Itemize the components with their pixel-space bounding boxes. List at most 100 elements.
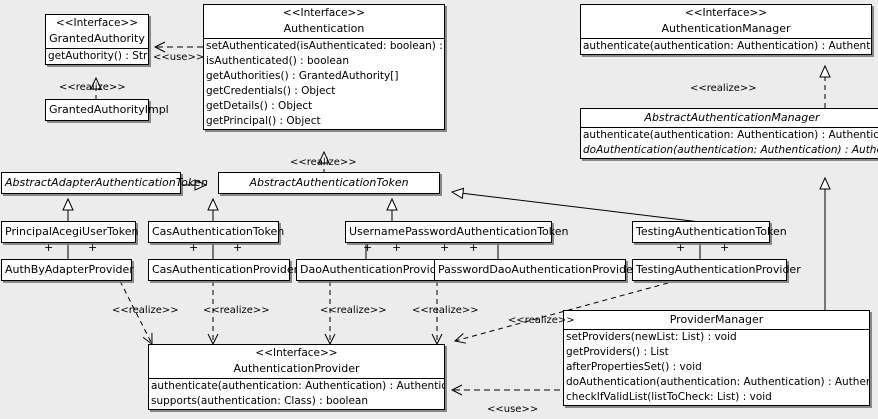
class-abstract-authentication-manager[interactable]: AbstractAuthenticationManager authentica… [580, 108, 878, 159]
class-name: ProviderManager [669, 313, 764, 326]
class-header: TestingAuthenticationToken [633, 222, 787, 242]
class-header: ProviderManager [564, 311, 869, 329]
multiplicity-marker: + [189, 241, 199, 254]
class-header: PrincipalAcegiUserToken [2, 222, 139, 242]
class-dao-authentication-provider[interactable]: DaoAuthenticationProvider [296, 259, 448, 281]
class-provider-manager[interactable]: ProviderManager setProviders(newList: Li… [563, 310, 870, 406]
operation: isAuthenticated() : boolean [206, 55, 349, 67]
class-name: DaoAuthenticationProvider [300, 263, 448, 276]
label-use-providermanager: <<use>> [487, 404, 539, 415]
class-header: TestingAuthenticationProvider [633, 260, 801, 280]
class-name: PrincipalAcegiUserToken [5, 225, 139, 238]
label-realize-casauthenticationprovider: <<realize>> [203, 305, 270, 316]
class-header: <<Interface>> GrantedAuthority [46, 15, 148, 48]
class-abstract-adapter-authentication-token[interactable]: AbstractAdapterAuthenticationToken [1, 172, 208, 194]
label-realize-authbyadapterprovider: <<realize>> [112, 305, 179, 316]
multiplicity-marker: + [720, 241, 730, 254]
label-realize-testingauthenticationprovider: <<realize>> [508, 315, 575, 326]
operation: authenticate(authentication: Authenticat… [583, 40, 871, 52]
operation: supports(authentication: Class) : boolea… [151, 395, 368, 407]
operations-compartment: setProviders(newList: List) : void getPr… [564, 329, 869, 405]
multiplicity-marker: + [469, 241, 479, 254]
operations-compartment: getAuthority() : String [46, 48, 148, 64]
class-header: UsernamePasswordAuthenticationToken [346, 222, 569, 242]
operation: setProviders(newList: List) : void [566, 331, 737, 343]
operations-compartment: authenticate(authentication: Authenticat… [149, 378, 444, 409]
operations-compartment: authenticate(authentication: Authenticat… [581, 38, 871, 54]
operation: getAuthorities() : GrantedAuthority[] [206, 70, 399, 82]
multiplicity-marker: + [440, 241, 450, 254]
label-use-authentication-grantedauthority: <<use>> [153, 52, 205, 63]
label-realize-daoauthenticationprovider: <<realize>> [320, 305, 387, 316]
class-name: AbstractAdapterAuthenticationToken [5, 176, 208, 189]
operation: getDetails() : Object [206, 100, 313, 112]
class-header: <<Interface>> AuthenticationManager [581, 5, 871, 38]
operation: setAuthenticated(isAuthenticated: boolea… [206, 40, 444, 52]
class-name: UsernamePasswordAuthenticationToken [349, 225, 569, 238]
operations-compartment: authenticate(authentication: Authenticat… [581, 127, 878, 158]
class-header: AuthByAdapterProvider [2, 260, 134, 280]
class-cas-authentication-provider[interactable]: CasAuthenticationProvider [148, 259, 299, 281]
label-realize-grantedauthorityimpl: <<realize>> [59, 82, 126, 93]
class-name: CasAuthenticationToken [152, 225, 285, 238]
class-header: PasswordDaoAuthenticationProvider [435, 260, 638, 280]
class-username-password-authentication-token[interactable]: UsernamePasswordAuthenticationToken [345, 221, 569, 243]
operation: doAuthentication(authentication: Authent… [566, 376, 869, 388]
class-name: AuthByAdapterProvider [5, 263, 134, 276]
class-header: DaoAuthenticationProvider [297, 260, 448, 280]
class-header: <<Interface>> AuthenticationProvider [149, 345, 444, 378]
operation: checkIfValidList(listToCheck: List) : vo… [566, 391, 772, 403]
class-password-dao-authentication-provider[interactable]: PasswordDaoAuthenticationProvider [434, 259, 638, 281]
stereotype-label: <<Interface>> [255, 347, 338, 359]
class-granted-authority-impl[interactable]: GrantedAuthorityImpl [45, 99, 169, 121]
class-header: <<Interface>> Authentication [204, 5, 444, 38]
class-testing-authentication-provider[interactable]: TestingAuthenticationProvider [632, 259, 801, 281]
label-realize-abstractauthenticationtoken: <<realize>> [290, 157, 357, 168]
class-authentication[interactable]: <<Interface>> Authentication setAuthenti… [203, 4, 445, 130]
multiplicity-marker: + [363, 241, 373, 254]
class-header: GrantedAuthorityImpl [46, 100, 169, 120]
class-cas-authentication-token[interactable]: CasAuthenticationToken [148, 221, 285, 243]
multiplicity-marker: + [233, 241, 243, 254]
stereotype-label: <<Interface>> [282, 7, 366, 19]
multiplicity-marker: + [88, 241, 98, 254]
operation: afterPropertiesSet() : void [566, 361, 702, 373]
operation: authenticate(authentication: Authenticat… [151, 380, 444, 392]
operation: authenticate(authentication: Authenticat… [583, 129, 878, 141]
operation: getProviders() : List [566, 346, 669, 358]
multiplicity-marker: + [44, 241, 54, 254]
class-header: AbstractAuthenticationManager [581, 109, 878, 127]
class-authentication-manager[interactable]: <<Interface>> AuthenticationManager auth… [580, 4, 872, 55]
class-abstract-authentication-token[interactable]: AbstractAuthenticationToken [218, 172, 440, 194]
operations-compartment: setAuthenticated(isAuthenticated: boolea… [204, 38, 444, 129]
class-name: GrantedAuthority [49, 32, 145, 45]
class-name: Authentication [283, 22, 365, 35]
class-header: AbstractAuthenticationToken [219, 173, 439, 193]
class-name: AuthenticationProvider [233, 362, 360, 375]
label-realize-passworddaoauthenticationprovider: <<realize>> [412, 305, 479, 316]
class-name: AbstractAuthenticationToken [249, 176, 409, 189]
class-name: PasswordDaoAuthenticationProvider [438, 263, 638, 276]
class-authentication-provider[interactable]: <<Interface>> AuthenticationProvider aut… [148, 344, 445, 410]
class-name: GrantedAuthorityImpl [49, 103, 169, 116]
operation: getCredentials() : Object [206, 85, 336, 97]
class-auth-by-adapter-provider[interactable]: AuthByAdapterProvider [1, 259, 134, 281]
class-header: AbstractAdapterAuthenticationToken [2, 173, 208, 193]
class-principal-acegi-user-token[interactable]: PrincipalAcegiUserToken [1, 221, 139, 243]
operation: getAuthority() : String [48, 50, 148, 62]
class-name: CasAuthenticationProvider [152, 263, 299, 276]
class-name: TestingAuthenticationProvider [636, 263, 801, 276]
class-name: AbstractAuthenticationManager [644, 111, 820, 124]
class-testing-authentication-token[interactable]: TestingAuthenticationToken [632, 221, 787, 243]
operation: doAuthentication(authentication: Authent… [583, 144, 878, 156]
class-name: TestingAuthenticationToken [636, 225, 787, 238]
label-realize-abstractauthenticationmanager: <<realize>> [690, 83, 757, 94]
class-header: CasAuthenticationToken [149, 222, 285, 242]
multiplicity-marker: + [676, 241, 686, 254]
stereotype-label: <<Interface>> [684, 7, 768, 19]
class-granted-authority[interactable]: <<Interface>> GrantedAuthority getAuthor… [45, 14, 149, 65]
class-name: AuthenticationManager [661, 22, 791, 35]
operation: getPrincipal() : Object [206, 115, 321, 127]
multiplicity-marker: + [392, 241, 402, 254]
class-header: CasAuthenticationProvider [149, 260, 299, 280]
